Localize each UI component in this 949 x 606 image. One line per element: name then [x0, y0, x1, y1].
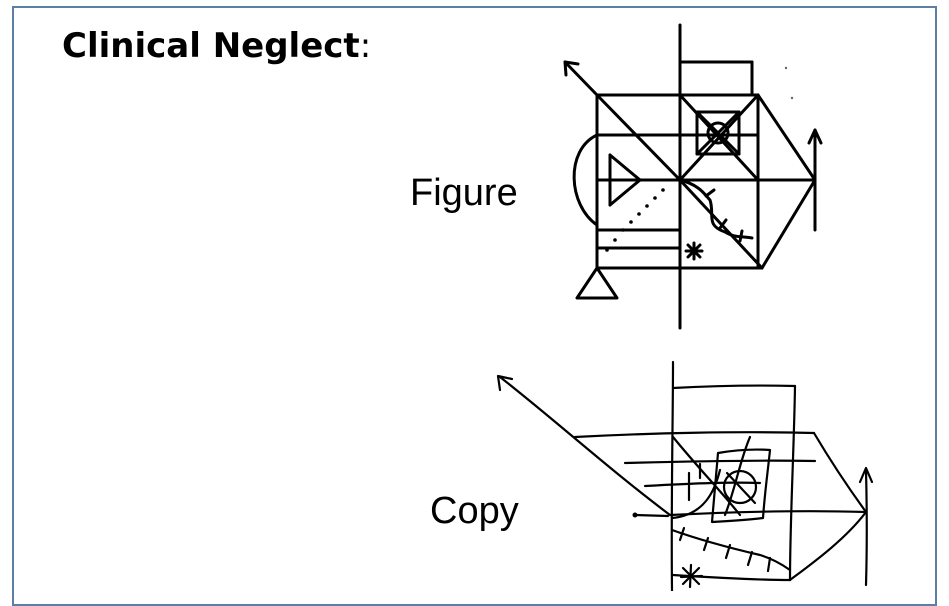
figure-left-triangle — [595, 153, 642, 207]
figure-stray-dots — [784, 66, 794, 100]
original-figure-drawing — [563, 23, 823, 330]
copy-top-left-arrow — [496, 374, 672, 517]
figure-left-semicircle — [572, 133, 599, 227]
figure-diagonals — [595, 93, 764, 270]
copy-wavy-line — [670, 526, 792, 573]
figure-bottom-triangle — [575, 266, 619, 300]
figure-top-box — [678, 60, 754, 97]
slide: Clinical Neglect: Figure Copy — [12, 6, 937, 606]
copy-small-marks — [632, 462, 702, 518]
copy-vertical-line — [670, 360, 675, 591]
figure-star — [684, 241, 704, 261]
copy-label: Copy — [430, 490, 519, 532]
copy-horizontal-lines — [573, 431, 868, 517]
figure-dotted-line — [605, 188, 665, 252]
slide-title-colon: : — [359, 26, 372, 66]
slide-title-text: Clinical Neglect — [62, 26, 360, 66]
copy-inner-square — [710, 448, 772, 524]
figure-inner-square — [695, 110, 741, 156]
figure-right-arrow — [807, 128, 823, 232]
copy-diagonals — [670, 435, 752, 520]
copy-right-triangle — [788, 431, 868, 582]
figure-label: Figure — [410, 172, 518, 214]
patient-copy-drawing — [496, 360, 874, 591]
copy-right-arrow — [858, 466, 874, 587]
figure-wavy-line — [678, 178, 754, 243]
figure-top-left-arrow — [563, 60, 599, 97]
slide-title: Clinical Neglect: — [62, 26, 371, 66]
figure-right-triangle — [756, 93, 817, 270]
copy-star — [679, 563, 704, 589]
